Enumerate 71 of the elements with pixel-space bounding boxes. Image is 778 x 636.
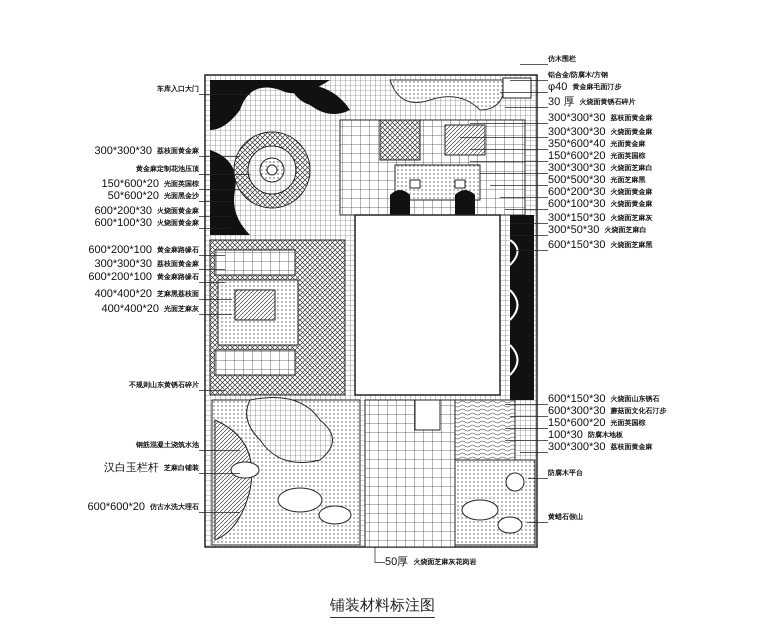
dimension-text: 500*500*30 xyxy=(548,175,606,186)
dimension-text: 300*300*30 xyxy=(548,127,606,138)
leader-line xyxy=(470,161,548,162)
leader-line xyxy=(510,80,548,81)
leader-line xyxy=(490,185,548,186)
dimension-text: 600*150*30 xyxy=(548,394,606,405)
leader-line xyxy=(526,522,548,523)
leader-line xyxy=(470,123,548,124)
dimension-text: 30 厚 xyxy=(548,97,574,108)
dimension-text: 300*300*30 xyxy=(94,259,152,270)
leader-line xyxy=(504,440,548,441)
leader-line xyxy=(504,107,548,108)
dimension-text: 300*50*30 xyxy=(548,225,600,236)
dimension-text: 50厚 xyxy=(385,557,408,568)
dimension-text: 600*150*30 xyxy=(548,240,606,251)
leader-line xyxy=(198,473,240,474)
dimension-text: 400*400*20 xyxy=(94,289,152,300)
leader-line xyxy=(198,390,226,391)
leader-line xyxy=(504,404,548,405)
dimension-text: 600*600*20 xyxy=(87,502,145,513)
leader-line xyxy=(520,452,548,453)
leader-line xyxy=(500,197,548,198)
leader-line xyxy=(374,546,386,563)
leader-line xyxy=(528,478,548,479)
leader-line xyxy=(460,137,548,138)
dimension-text: 300*300*30 xyxy=(548,113,606,124)
dimension-text: φ40 xyxy=(548,82,568,93)
dimension-text: 600*200*30 xyxy=(548,187,606,198)
leader-line xyxy=(480,173,548,174)
leader-line xyxy=(198,299,232,300)
leader-line xyxy=(500,92,548,93)
leader-line xyxy=(198,314,232,315)
leader-line xyxy=(198,255,226,256)
leader-line xyxy=(198,156,240,157)
leader-line xyxy=(514,250,548,251)
dimension-text: 汉白玉栏杆 xyxy=(104,463,159,474)
dimension-text: 600*200*100 xyxy=(88,272,152,283)
dimension-text: 600*100*30 xyxy=(548,199,606,210)
dimension-text: 150*600*20 xyxy=(101,179,159,190)
leader-line xyxy=(198,228,230,229)
dimension-text: 600*300*30 xyxy=(548,406,606,417)
leader-line xyxy=(198,450,240,451)
leader-line xyxy=(510,416,548,417)
dimension-text: 350*600*40 xyxy=(548,139,606,150)
leader-line xyxy=(510,235,548,236)
leader-line xyxy=(510,223,548,224)
leader-line xyxy=(198,174,250,175)
dimension-text: 300*150*30 xyxy=(548,213,606,224)
dimension-text: 300*300*30 xyxy=(548,442,606,453)
dimension-text: 150*600*20 xyxy=(548,151,606,162)
leader-line xyxy=(198,216,230,217)
leader-line xyxy=(198,201,230,202)
dimension-text: 400*400*20 xyxy=(101,304,159,315)
leader-line xyxy=(504,209,548,210)
dimension-text: 300*300*30 xyxy=(94,146,152,157)
leader-line xyxy=(470,149,548,150)
dimension-text: 50*600*20 xyxy=(108,191,159,202)
leader-line xyxy=(198,269,226,270)
leader-line xyxy=(198,94,250,95)
drawing-caption: 铺装材料标注图 xyxy=(330,596,435,618)
leader-line xyxy=(520,64,548,65)
leader-line xyxy=(198,189,240,190)
leader-line xyxy=(198,282,226,283)
dimension-text: 300*300*30 xyxy=(548,163,606,174)
dimension-text: 600*200*30 xyxy=(94,206,152,217)
dimension-text: 100*30 xyxy=(548,430,583,441)
dimension-text: 150*600*20 xyxy=(548,418,606,429)
leader-line xyxy=(198,512,240,513)
dimension-text: 600*100*30 xyxy=(94,218,152,229)
dimension-text: 600*200*100 xyxy=(88,245,152,256)
leader-line xyxy=(504,428,548,429)
